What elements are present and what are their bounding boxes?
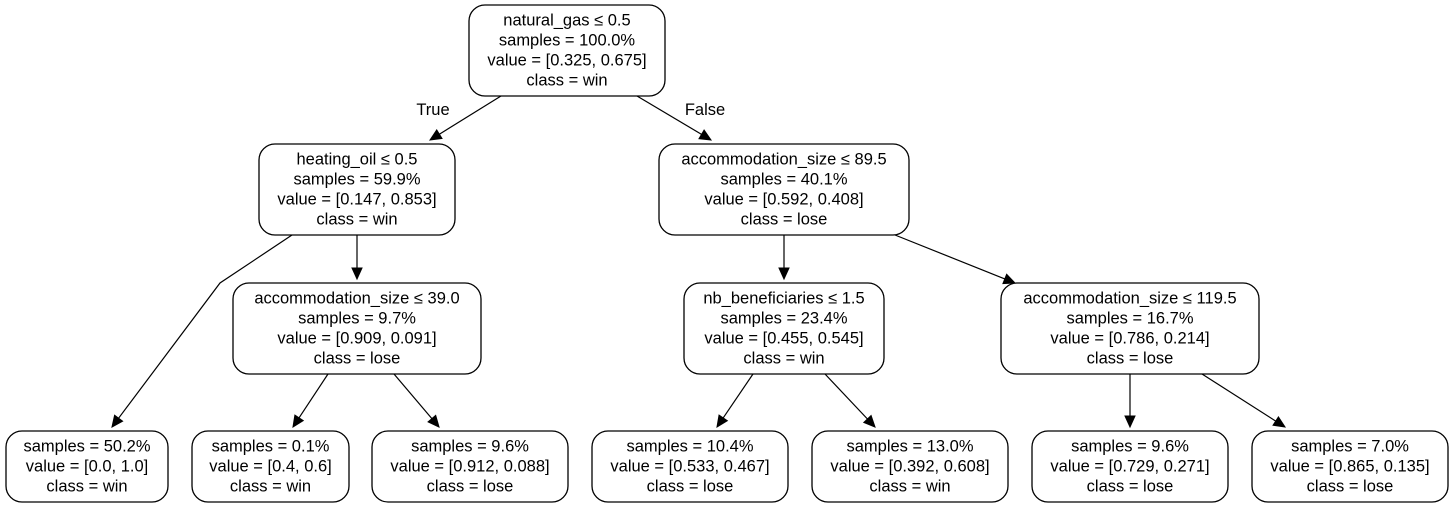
tree-node-l2: samples = 0.1% value = [0.4, 0.6] class = … (191, 430, 350, 503)
node-text-line: value = [0.147, 0.853] (277, 191, 436, 209)
tree-node-l4: samples = 10.4% value = [0.533, 0.467] cla… (591, 430, 789, 503)
tree-node-l6: samples = 9.6% value = [0.729, 0.271] clas… (1031, 430, 1229, 503)
arrowhead-n1-n3 (351, 267, 363, 281)
node-text-line: samples = 16.7% (1066, 310, 1193, 328)
node-text-line: samples = 9.7% (298, 310, 416, 328)
tree-node-n1: heating_oil ≤ 0.5 samples = 59.9% value = … (258, 143, 456, 236)
arrowhead-n5-l7 (1272, 415, 1287, 428)
node-text-line: samples = 7.0% (1291, 438, 1409, 456)
node-text-line: samples = 50.2% (23, 438, 150, 456)
node-text-line: value = [0.592, 0.408] (704, 191, 863, 209)
node-box (1000, 282, 1260, 375)
arrowhead-n3-l2 (292, 414, 305, 429)
arrowhead-n2-n4 (778, 267, 790, 281)
node-text-line: class = lose (427, 478, 514, 496)
node-box (658, 143, 910, 236)
node-text-line: samples = 23.4% (720, 310, 847, 328)
edges-layer: True False (111, 95, 1287, 429)
arrowhead-root-n1 (428, 129, 443, 141)
node-text-line: class = win (46, 478, 127, 496)
node-text-line: class = win (743, 350, 824, 368)
arrowhead-n3-l3 (427, 414, 440, 428)
node-box (468, 4, 666, 97)
edge-n2-n5 (894, 234, 1006, 280)
tree-node-n5: accommodation_size ≤ 119.5 samples = 16.7… (1000, 282, 1260, 375)
node-text-line: class = lose (741, 211, 828, 229)
tree-node-n4: nb_beneficiaries ≤ 1.5 samples = 23.4% val… (683, 282, 885, 375)
node-text-line: class = lose (1307, 478, 1394, 496)
edge-n3-l3 (393, 373, 433, 420)
node-box (591, 430, 789, 503)
node-text-line: class = win (869, 478, 950, 496)
arrowhead-n2-n5 (1002, 273, 1017, 285)
node-text-line: value = [0.865, 0.135] (1270, 458, 1429, 476)
edge-label-root-n1: True (416, 101, 449, 119)
edge-n4-l4 (722, 373, 754, 419)
node-text-line: samples = 9.6% (1071, 438, 1189, 456)
edge-n3-l2 (298, 373, 329, 419)
node-text-line: value = [0.392, 0.608] (830, 458, 989, 476)
node-box (1031, 430, 1229, 503)
edge-root-n2 (636, 95, 702, 135)
node-text-line: value = [0.786, 0.214] (1050, 330, 1209, 348)
tree-node-n2: accommodation_size ≤ 89.5 samples = 40.1%… (658, 143, 910, 236)
tree-node-l1: samples = 50.2% value = [0.0, 1.0] class =… (5, 430, 169, 503)
node-text-line: samples = 100.0% (499, 32, 636, 50)
arrowhead-n4-l4 (716, 414, 729, 428)
node-text-line: samples = 10.4% (626, 438, 753, 456)
node-text-line: class = win (316, 211, 397, 229)
node-text-line: samples = 13.0% (846, 438, 973, 456)
node-text-line: class = lose (1087, 350, 1174, 368)
node-text-line: samples = 0.1% (212, 438, 330, 456)
node-text-line: accommodation_size ≤ 89.5 (681, 151, 886, 169)
node-text-line: accommodation_size ≤ 39.0 (254, 290, 459, 308)
node-text-line: value = [0.909, 0.091] (277, 330, 436, 348)
node-text-line: class = win (526, 72, 607, 90)
node-text-line: heating_oil ≤ 0.5 (297, 151, 418, 169)
arrowhead-n4-l5 (862, 414, 876, 428)
node-text-line: natural_gas ≤ 0.5 (503, 12, 630, 30)
arrowhead-root-n2 (698, 129, 713, 141)
node-text-line: value = [0.729, 0.271] (1050, 458, 1209, 476)
node-box (232, 282, 482, 375)
node-text-line: value = [0.912, 0.088] (390, 458, 549, 476)
edge-n5-l7 (1201, 373, 1277, 422)
edge-label-root-n2: False (685, 101, 725, 119)
arrowhead-n5-l6 (1124, 415, 1136, 429)
node-box (683, 282, 885, 375)
node-text-line: nb_beneficiaries ≤ 1.5 (703, 290, 864, 308)
node-box (1251, 430, 1449, 503)
node-box (258, 143, 456, 236)
node-text-line: value = [0.325, 0.675] (487, 52, 646, 70)
arrowhead-n1-l1 (111, 414, 124, 428)
node-box (371, 430, 569, 503)
tree-node-l5: samples = 13.0% value = [0.392, 0.608] cla… (811, 430, 1009, 503)
edge-n1-l1 (118, 234, 293, 419)
node-text-line: samples = 59.9% (293, 171, 420, 189)
node-text-line: value = [0.4, 0.6] (209, 458, 331, 476)
node-box (811, 430, 1009, 503)
node-text-line: class = win (230, 478, 311, 496)
node-text-line: class = lose (647, 478, 734, 496)
tree-node-l3: samples = 9.6% value = [0.912, 0.088] clas… (371, 430, 569, 503)
edge-root-n1 (439, 95, 502, 135)
node-text-line: accommodation_size ≤ 119.5 (1023, 290, 1236, 308)
node-text-line: value = [0.533, 0.467] (610, 458, 769, 476)
node-text-line: value = [0.0, 1.0] (26, 458, 148, 476)
edge-n4-l5 (824, 373, 868, 420)
node-text-line: class = lose (314, 350, 401, 368)
node-text-line: samples = 40.1% (720, 171, 847, 189)
node-text-line: class = lose (1087, 478, 1174, 496)
node-text-line: samples = 9.6% (411, 438, 529, 456)
node-box (191, 430, 350, 503)
nodes-layer: natural_gas ≤ 0.5 samples = 100.0% value =… (5, 4, 1449, 503)
node-box (5, 430, 169, 503)
tree-node-n3: accommodation_size ≤ 39.0 samples = 9.7% v… (232, 282, 482, 375)
node-text-line: value = [0.455, 0.545] (704, 330, 863, 348)
tree-node-root: natural_gas ≤ 0.5 samples = 100.0% value =… (468, 4, 666, 97)
tree-node-l7: samples = 7.0% value = [0.865, 0.135] clas… (1251, 430, 1449, 503)
